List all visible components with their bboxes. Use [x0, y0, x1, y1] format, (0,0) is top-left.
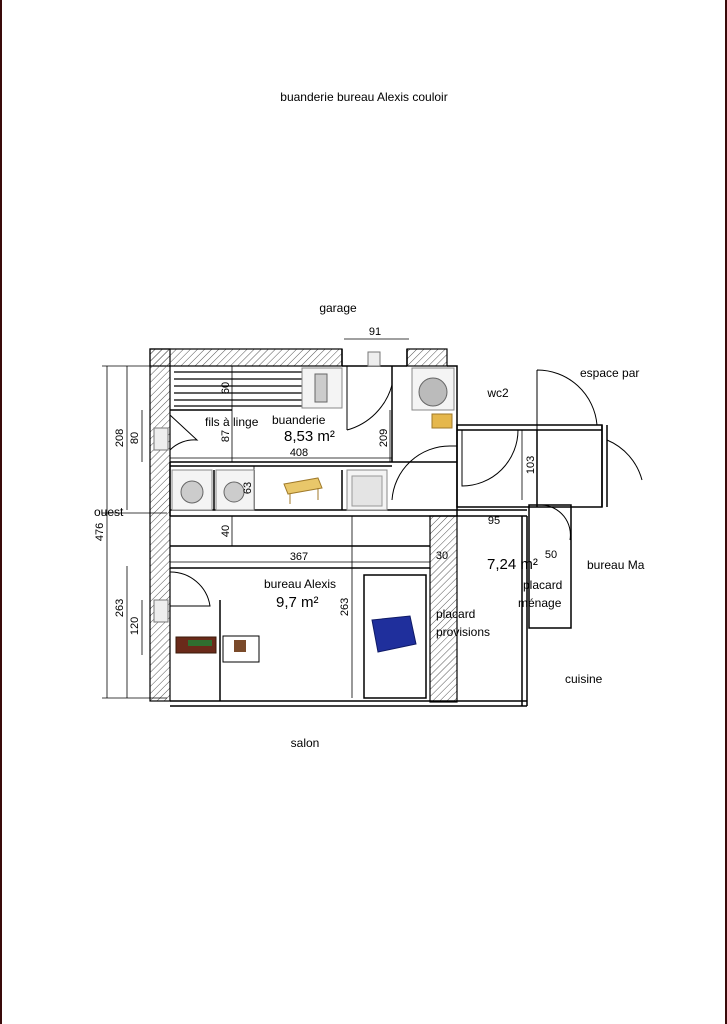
dim-60: 60 [220, 382, 232, 394]
dim-120: 120 [129, 617, 141, 635]
label-placard-provisions-2: provisions [436, 625, 490, 639]
label-salon: salon [291, 736, 320, 750]
label-buanderie-area: 8,53 m² [284, 428, 335, 445]
dim-91: 91 [369, 326, 381, 338]
dim-63: 63 [242, 482, 254, 494]
sofa-icon [371, 615, 417, 653]
dim-209: 209 [378, 429, 390, 447]
dim-87: 87 [220, 430, 232, 442]
room-labels: garage wc2 espace par fils à linge buand… [94, 301, 645, 750]
dim-476: 476 [94, 523, 106, 541]
label-placard-provisions: placard [436, 607, 475, 621]
wall-fixture-icon [153, 427, 169, 451]
dim-80: 80 [129, 432, 141, 444]
dim-408: 408 [290, 447, 308, 459]
dim-30: 30 [436, 550, 448, 562]
dimension-labels: 91 408 367 95 30 50 60 87 209 63 40 263 … [94, 326, 557, 635]
shelf-icon [431, 413, 453, 429]
plan-title: buanderie bureau Alexis couloir [280, 90, 447, 104]
wall-fixture-icon [153, 599, 169, 623]
dim-367: 367 [290, 551, 308, 563]
dim-40: 40 [220, 525, 232, 537]
label-bureau-alexis: bureau Alexis [264, 577, 336, 591]
dim-50: 50 [545, 549, 557, 561]
sink-wc-icon [367, 351, 381, 367]
label-wc2: wc2 [486, 386, 509, 400]
label-buanderie: buanderie [272, 413, 326, 427]
label-couloir-area: 7,24 m² [487, 556, 538, 573]
dim-208: 208 [114, 429, 126, 447]
label-bureau-m: bureau Ma [587, 558, 645, 572]
table-icon [283, 477, 323, 495]
dim-263-a: 263 [339, 598, 351, 616]
label-garage: garage [319, 301, 357, 315]
dim-103: 103 [525, 456, 537, 474]
label-cuisine: cuisine [565, 672, 603, 686]
doors [169, 366, 643, 607]
label-placard-menage-2: ménage [518, 596, 562, 610]
dim-95: 95 [488, 515, 500, 527]
label-fils-a-linge: fils à linge [205, 415, 259, 429]
label-ouest: ouest [94, 505, 124, 519]
clothesline [174, 370, 303, 408]
dim-263-b: 263 [114, 599, 126, 617]
label-placard-menage: placard [523, 578, 562, 592]
furniture [153, 351, 455, 663]
dimension-lines [102, 338, 527, 699]
label-bureau-area: 9,7 m² [276, 594, 319, 611]
label-espace: espace par [580, 366, 639, 380]
